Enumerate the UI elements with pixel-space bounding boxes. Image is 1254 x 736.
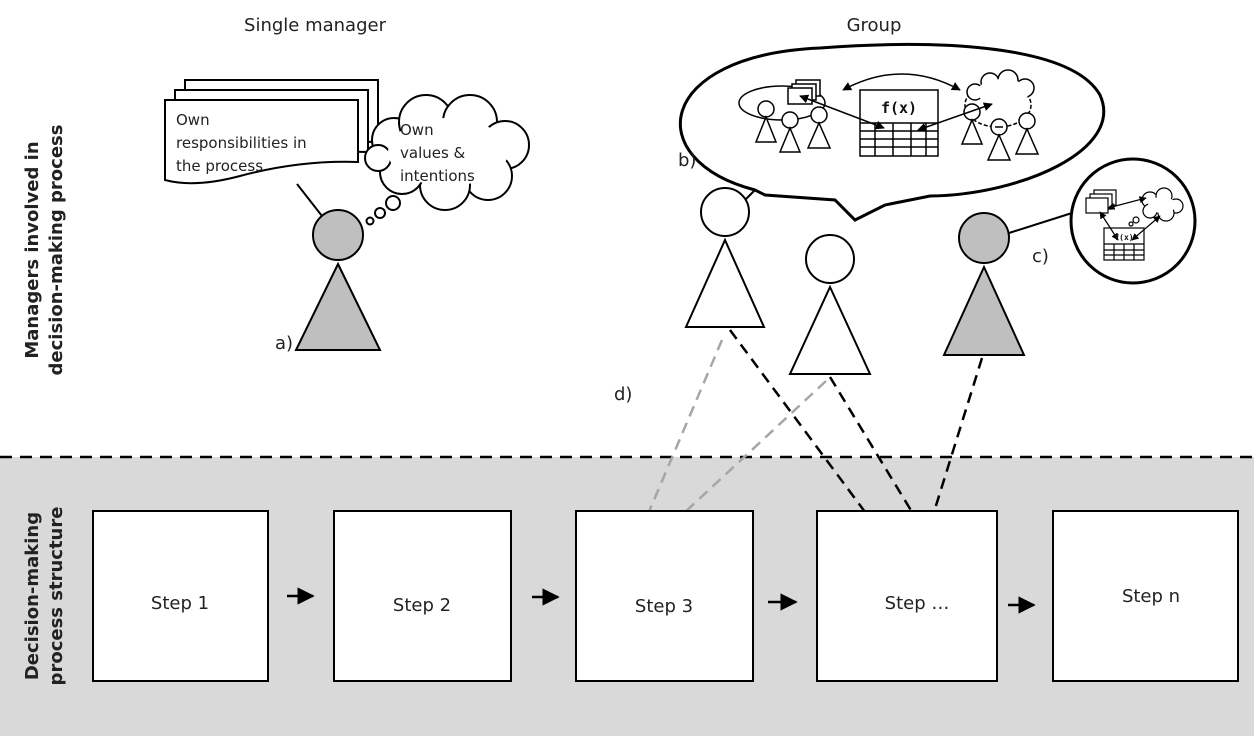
heading-single-manager: Single manager	[244, 15, 387, 36]
thought-line-3: intentions	[400, 167, 475, 185]
structure-label-line-1: Decision-making	[22, 512, 43, 680]
member-3-connector	[1008, 212, 1073, 234]
step-label-4: Step …	[885, 593, 950, 614]
structure-label-line-2: process structure	[46, 507, 67, 686]
group-member-figure-1	[684, 187, 766, 328]
thought-line-2: values &	[400, 144, 466, 162]
document-line-1: Own	[176, 111, 210, 129]
step-box-3	[575, 510, 754, 682]
structure-side-label: Decision-making process structure	[22, 507, 67, 686]
document-line-2: responsibilities in	[176, 134, 307, 152]
marker-a: a)	[275, 333, 293, 354]
document-line-3: the process	[176, 157, 263, 175]
managers-label-line-2: decision-making process	[46, 125, 67, 376]
heading-group: Group	[847, 15, 902, 36]
step-arrows	[287, 587, 1036, 614]
member-3-detail-circle	[1069, 157, 1197, 285]
step-box-4	[816, 510, 998, 682]
step-box-5	[1052, 510, 1239, 682]
step-box-1	[92, 510, 269, 682]
black-dashed-connectors	[728, 329, 984, 517]
thought-cloud-icon	[364, 94, 530, 211]
group-member-figure-2	[788, 234, 872, 375]
marker-d: d)	[614, 384, 632, 405]
marker-c: c)	[1032, 246, 1049, 267]
step-box-2	[333, 510, 512, 682]
step-label-5: Step n	[1122, 586, 1180, 607]
managers-side-label: Managers involved in decision-making pro…	[22, 125, 67, 376]
document-connector	[296, 183, 323, 217]
step-label-1: Step 1	[151, 593, 209, 614]
group-member-figure-3	[942, 212, 1026, 356]
single-manager-figure	[294, 209, 382, 351]
bubble-arrows	[799, 73, 993, 132]
managers-label-line-1: Managers involved in	[22, 141, 43, 358]
thought-line-1: Own	[400, 121, 434, 139]
step-label-3: Step 3	[635, 596, 693, 617]
detail-formula-label: f(x)	[1114, 233, 1133, 242]
bubble-formula-label: f(x)	[881, 99, 917, 117]
grey-dashed-connectors	[646, 339, 827, 515]
thought-bubble-dots	[365, 195, 401, 226]
document-stack-icon	[164, 79, 379, 185]
process-steps	[92, 510, 1239, 682]
marker-b: b)	[678, 150, 696, 171]
step-label-2: Step 2	[393, 595, 451, 616]
